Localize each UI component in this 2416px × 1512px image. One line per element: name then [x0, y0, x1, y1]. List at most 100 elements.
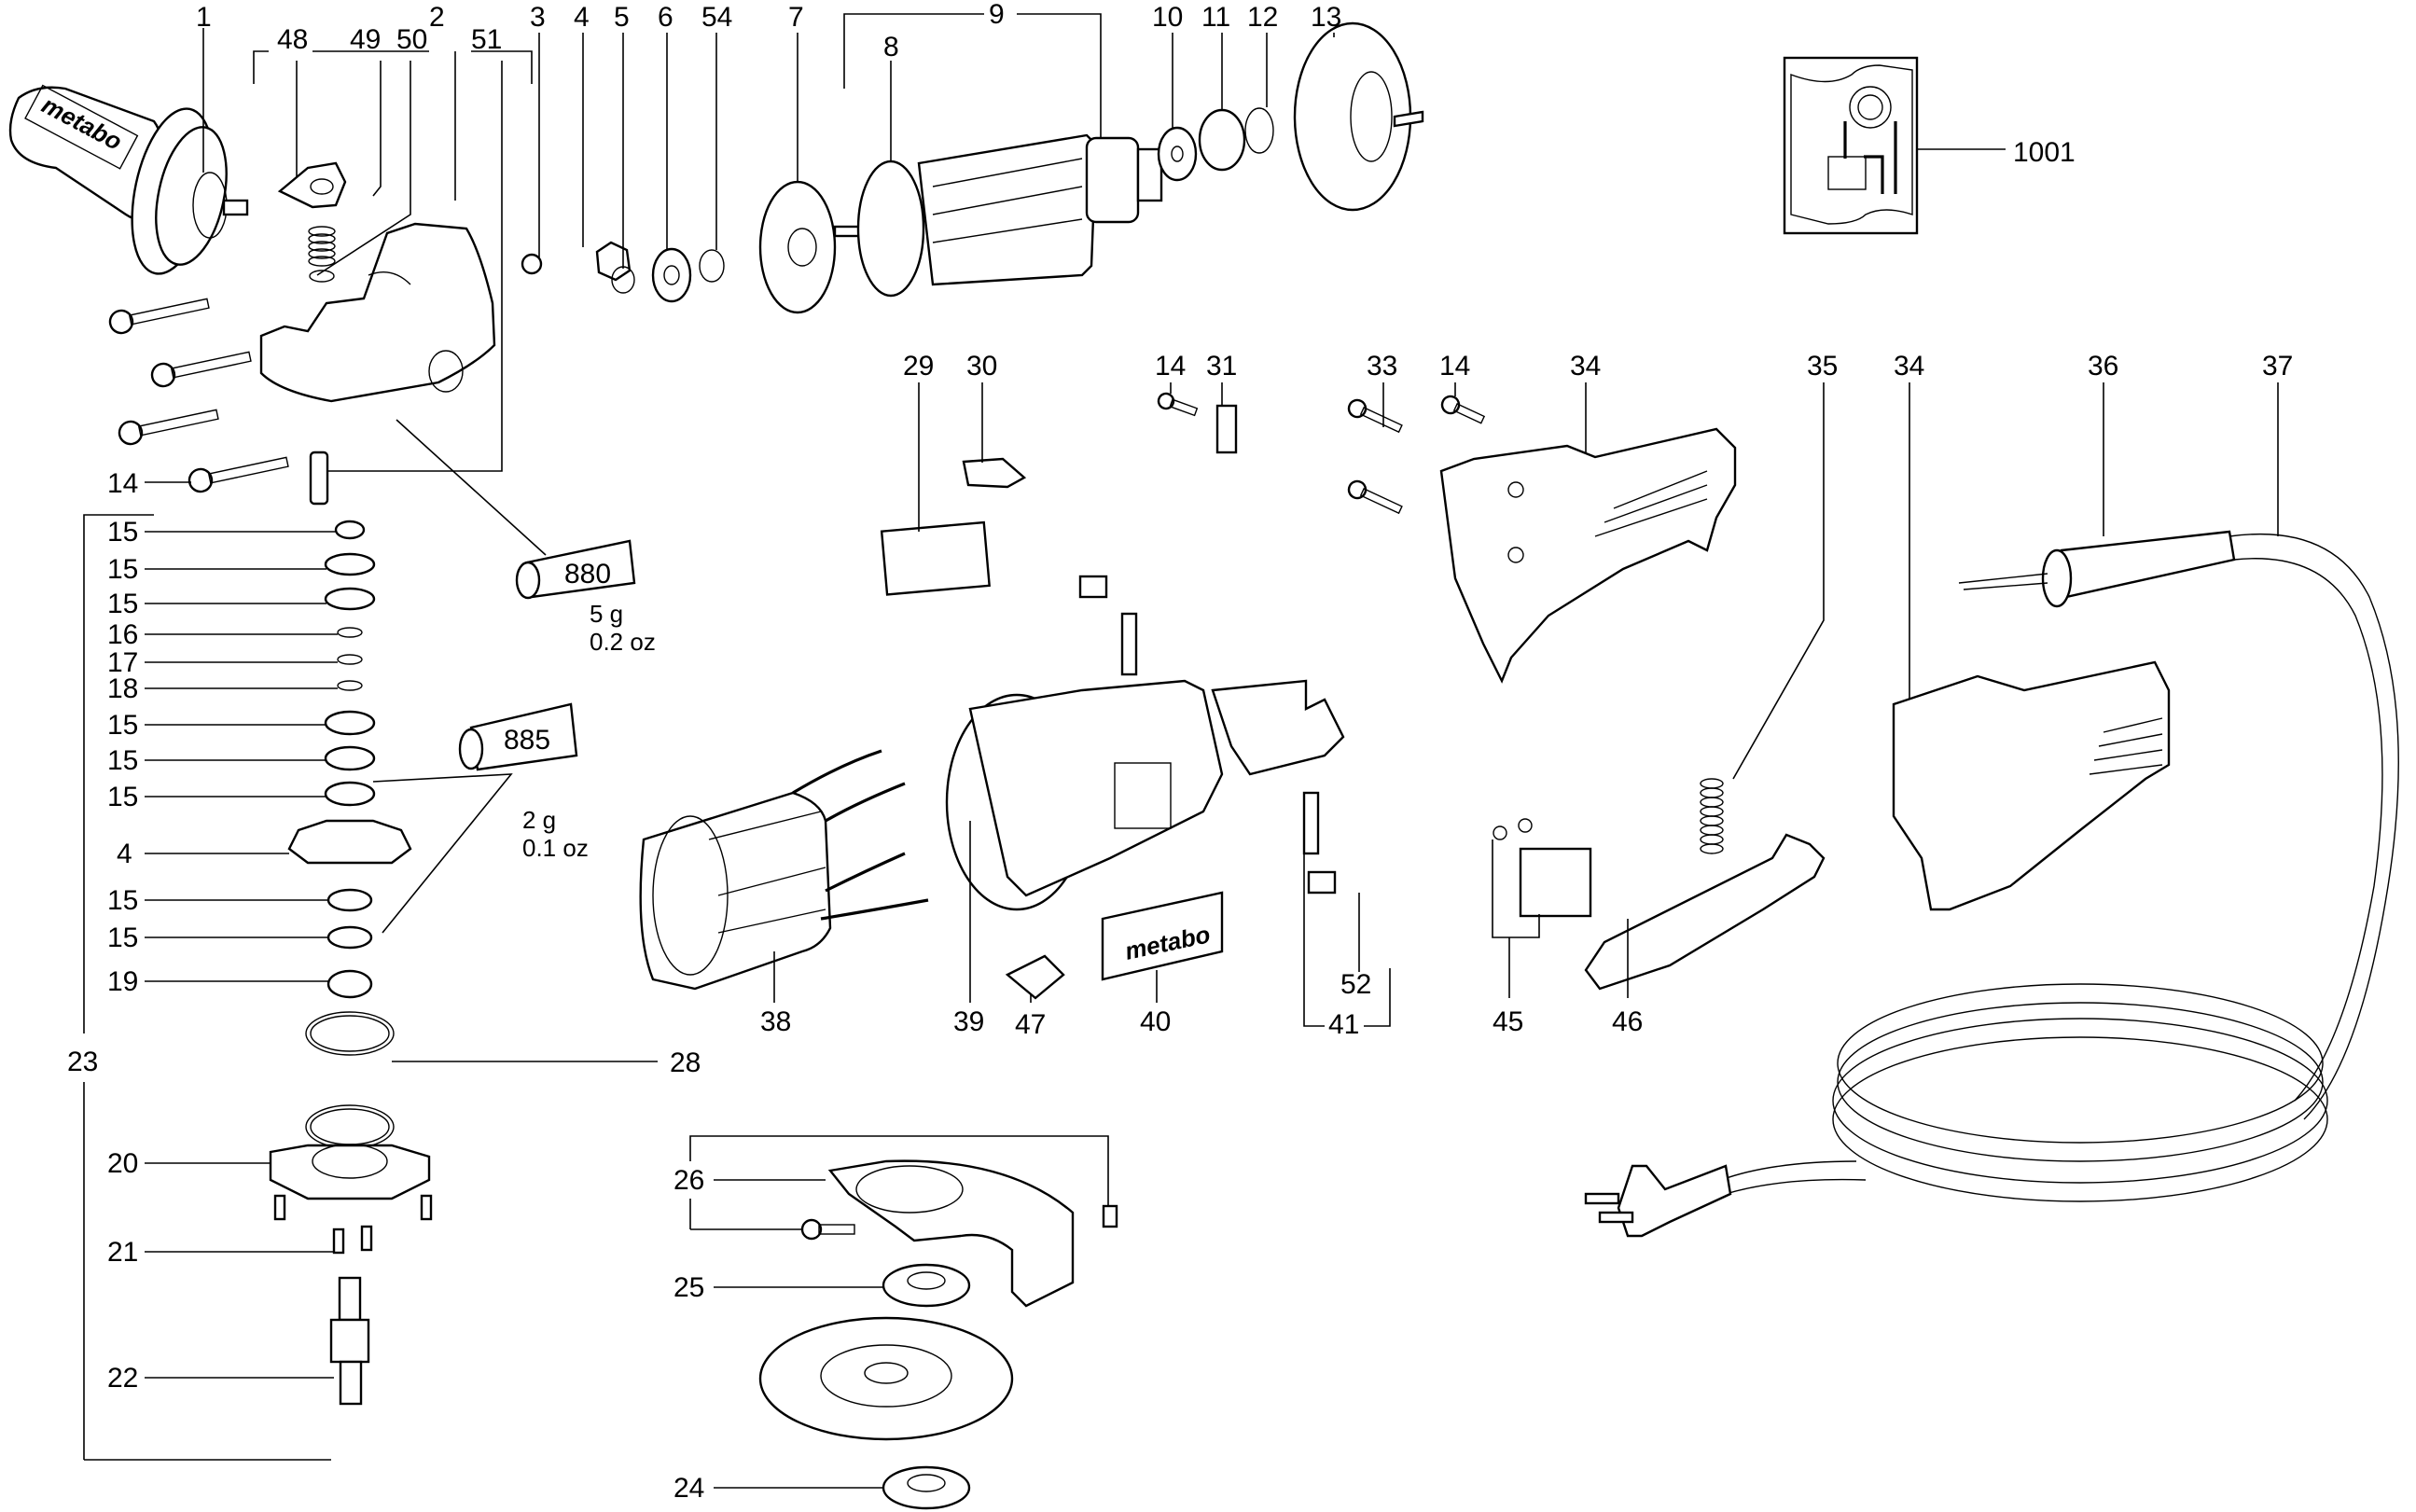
label-45: 45: [1493, 1006, 1523, 1037]
label-48: 48: [277, 24, 308, 55]
clamping-nut-part-24: [882, 1465, 971, 1510]
label-20: 20: [107, 1148, 138, 1179]
label-13: 13: [1311, 2, 1341, 33]
label-22: 22: [107, 1363, 138, 1394]
label-34-a: 34: [1570, 351, 1601, 381]
label-21: 21: [107, 1237, 138, 1268]
label-33: 33: [1367, 351, 1397, 381]
label-5: 5: [614, 2, 630, 33]
label-15-3: 15: [107, 589, 138, 619]
label-51: 51: [471, 24, 502, 55]
bearing-seat-part-11: [1198, 108, 1246, 172]
bearing-part-6: [651, 247, 692, 303]
label-17: 17: [107, 647, 138, 678]
label-40: 40: [1140, 1006, 1171, 1037]
gear-cover-part-51: [259, 222, 496, 403]
label-24: 24: [673, 1473, 704, 1504]
label-4-top: 4: [574, 2, 590, 33]
label-15-2: 15: [107, 554, 138, 585]
part-30: [962, 457, 1027, 489]
armature-part-9: [833, 133, 1163, 298]
label-6: 6: [658, 2, 673, 33]
label-30: 30: [966, 351, 997, 381]
label-18: 18: [107, 673, 138, 704]
label-plate-part-29: [880, 520, 991, 596]
label-15-5: 15: [107, 745, 138, 776]
label-11: 11: [1201, 2, 1230, 33]
label-15-8: 15: [107, 922, 138, 953]
logo-plate-part-40: metabo: [1101, 891, 1224, 981]
housing-half-part-34-right: [1892, 660, 2171, 911]
label-29: 29: [903, 351, 934, 381]
housing-half-part-34-left: [1439, 427, 1737, 684]
label-19: 19: [107, 966, 138, 997]
side-handle-part-1: metabo: [8, 84, 249, 275]
label-8: 8: [883, 32, 899, 62]
label-12: 12: [1247, 2, 1278, 33]
label-23: 23: [67, 1047, 98, 1077]
lubricant-amount-oz-885: 0.1 oz: [522, 834, 589, 862]
label-38: 38: [760, 1006, 791, 1037]
switch-lever-part-46: [1584, 833, 1826, 991]
label-2: 2: [429, 2, 445, 33]
bearing-part-10: [1157, 126, 1198, 182]
label-1: 1: [196, 2, 212, 33]
label-36: 36: [2088, 351, 2118, 381]
power-cord-part-37: [1584, 533, 2399, 1238]
lubricant-amount-g-880: 5 g: [590, 600, 623, 628]
washer-part-12: [1244, 107, 1274, 154]
stator-part-38: [639, 749, 929, 991]
label-34-b: 34: [1894, 351, 1924, 381]
label-28: 28: [670, 1047, 701, 1078]
wheel-guard-part-26: [800, 1159, 1118, 1308]
label-15-6: 15: [107, 782, 138, 812]
pinion-part-4: [595, 241, 632, 282]
label-4-left: 4: [117, 839, 132, 869]
grease-tube-880: 880: [515, 539, 636, 600]
label-50: 50: [396, 24, 427, 55]
label-39: 39: [953, 1006, 984, 1037]
nut-part-3: [521, 253, 543, 275]
label-41: 41: [1328, 1009, 1359, 1040]
label-1001: 1001: [2013, 137, 2076, 168]
label-25: 25: [673, 1272, 704, 1303]
clip-part-31: [1215, 404, 1238, 454]
fan-guide-part-13: [1293, 21, 1424, 212]
label-16: 16: [107, 619, 138, 650]
lubricant-amount-g-885: 2 g: [522, 806, 556, 834]
label-3: 3: [530, 2, 546, 33]
flange-part-25: [882, 1263, 971, 1308]
label-47: 47: [1015, 1009, 1046, 1040]
grease-tube-885: 885: [458, 702, 578, 771]
label-14-a: 14: [1155, 351, 1186, 381]
label-15-7: 15: [107, 885, 138, 916]
label-26: 26: [673, 1165, 704, 1196]
cable-protection-part-36: [1958, 530, 2236, 608]
label-7: 7: [788, 2, 804, 33]
washer-part-50: [309, 270, 335, 283]
label-part-47: [1005, 954, 1065, 1000]
brush-holder: [1120, 612, 1138, 676]
carbon-brush: [1078, 575, 1108, 599]
washer-part-54: [699, 249, 725, 283]
label-15-4: 15: [107, 710, 138, 741]
label-35: 35: [1807, 351, 1838, 381]
label-10: 10: [1152, 2, 1183, 33]
label-14-b: 14: [1439, 351, 1470, 381]
label-9: 9: [989, 0, 1005, 30]
label-54: 54: [701, 2, 732, 33]
label-52: 52: [1340, 969, 1371, 1000]
carbon-brush-part-52: [1307, 870, 1337, 895]
inset-wiring-detail: [1783, 56, 1919, 235]
lubricant-code-880: 880: [564, 559, 611, 590]
label-15-1: 15: [107, 517, 138, 548]
spring-part-49: [308, 226, 336, 267]
grinding-wheel: [758, 1316, 1014, 1441]
lubricant-code-885: 885: [504, 725, 550, 756]
label-14-left: 14: [107, 468, 138, 499]
baffle-part-7: [758, 180, 837, 314]
part-number-labels: 1 2 48 49 50 51 3 4 5 6 54 7 8 9 10 11 1…: [67, 0, 2293, 1504]
part-48: [277, 161, 347, 209]
gear-assembly-parts: [269, 520, 433, 1406]
